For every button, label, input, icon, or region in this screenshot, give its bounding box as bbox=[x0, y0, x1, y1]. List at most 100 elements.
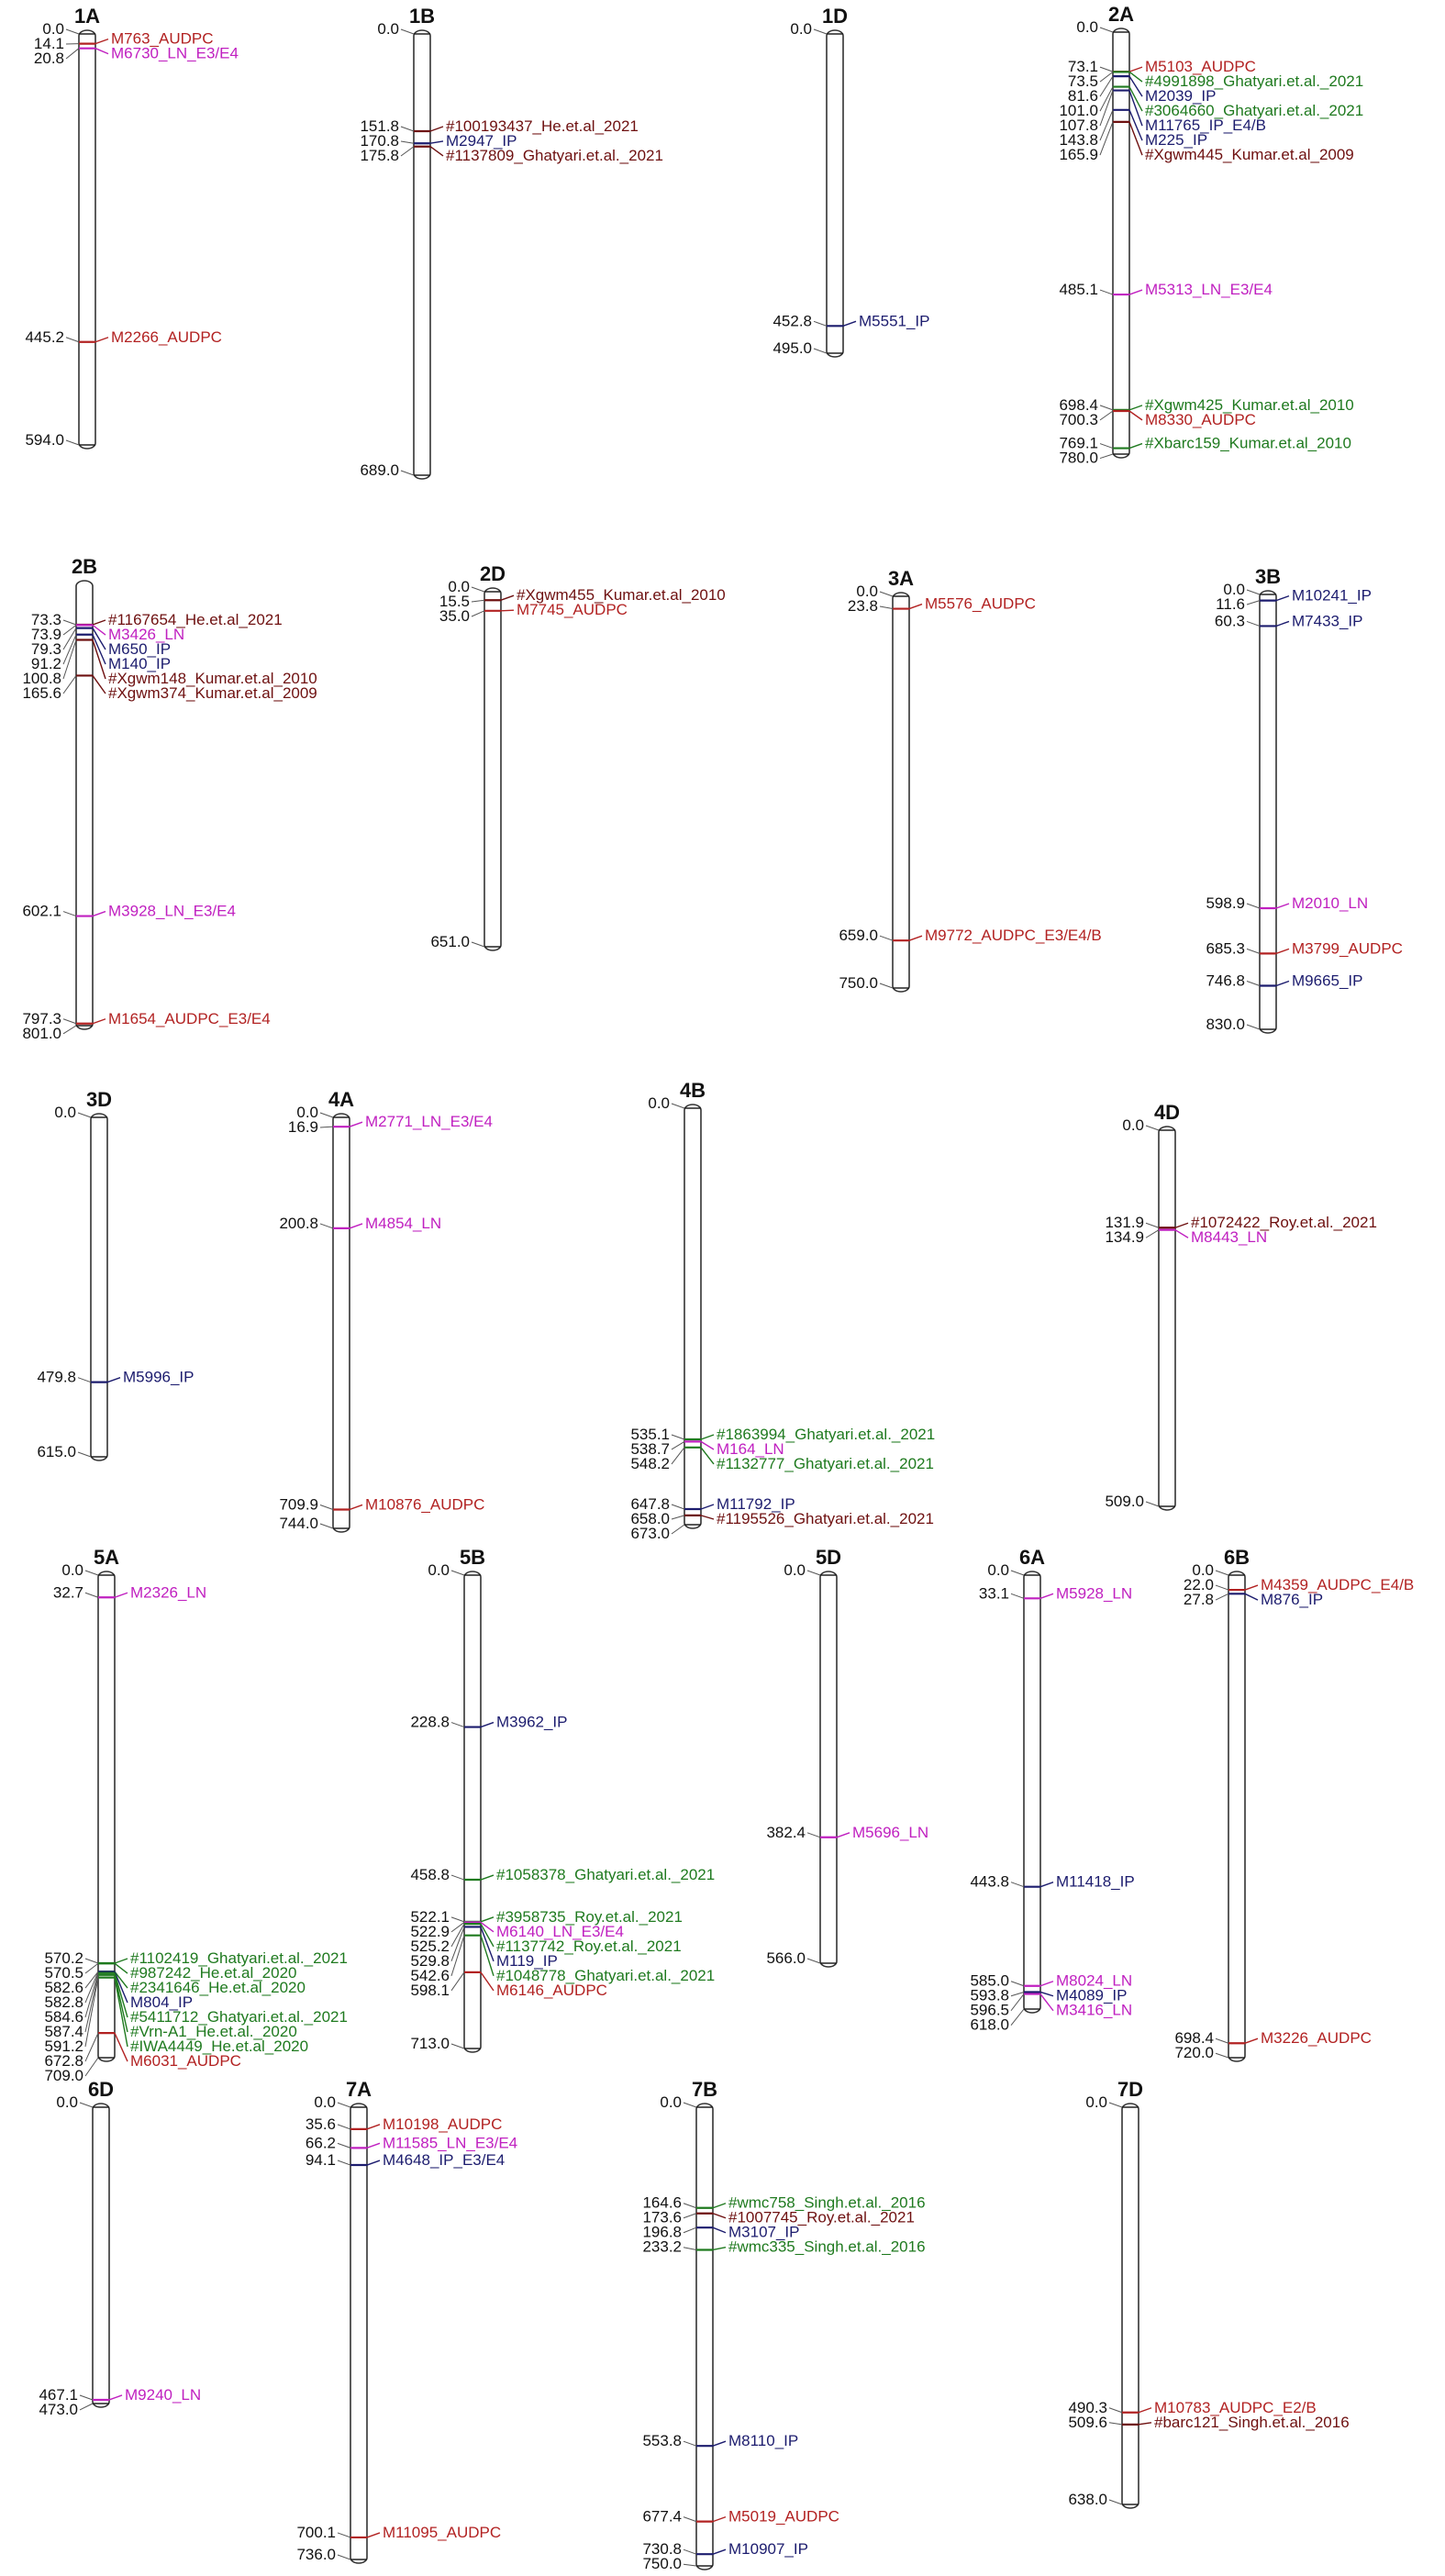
label-leader bbox=[94, 38, 109, 45]
marker-position: 196.8 bbox=[642, 2224, 682, 2241]
label-leader bbox=[842, 320, 857, 327]
label-leader bbox=[114, 1958, 128, 1964]
marker-position: 14.1 bbox=[34, 35, 64, 52]
position-leader bbox=[813, 348, 828, 354]
position-leader bbox=[1099, 71, 1114, 83]
marker-position: 73.1 bbox=[1068, 58, 1098, 75]
position-leader bbox=[879, 591, 894, 597]
label-leader bbox=[366, 2160, 381, 2166]
chromosome-body bbox=[684, 1104, 702, 1529]
position-leader bbox=[1010, 1882, 1025, 1888]
position-leader bbox=[683, 2102, 697, 2108]
marker-label: M650_IP bbox=[108, 640, 171, 658]
label-leader bbox=[700, 1515, 715, 1520]
position-leader bbox=[400, 140, 415, 144]
label-leader bbox=[108, 2394, 123, 2401]
marker-label: M10783_AUDPC_E2/B bbox=[1154, 2399, 1317, 2416]
marker-position: 0.0 bbox=[61, 1561, 83, 1579]
label-leader bbox=[1039, 1882, 1054, 1888]
chromosome-body bbox=[1121, 2103, 1139, 2509]
label-leader bbox=[700, 1434, 715, 1440]
label-leader bbox=[1138, 2422, 1152, 2426]
marker-position: 522.1 bbox=[410, 1908, 450, 1926]
label-leader bbox=[836, 1832, 850, 1838]
position-leader bbox=[1099, 90, 1114, 127]
marker-position: 94.1 bbox=[306, 2151, 336, 2169]
marker-position: 700.1 bbox=[296, 2524, 336, 2541]
label-leader bbox=[106, 1377, 121, 1383]
marker-label: M6146_AUDPC bbox=[496, 1982, 607, 1999]
marker-label: #1195526_Ghatyari.et.al._2021 bbox=[717, 1510, 934, 1527]
marker-position: 830.0 bbox=[1206, 1016, 1245, 1033]
marker-position: 570.5 bbox=[44, 1964, 83, 1982]
position-leader bbox=[84, 1972, 99, 2018]
marker-position: 582.6 bbox=[44, 1979, 83, 1996]
marker-position: 746.8 bbox=[1206, 972, 1245, 989]
marker-position: 479.8 bbox=[37, 1369, 76, 1386]
marker-label: M7745_AUDPC bbox=[517, 601, 628, 618]
marker-label: #1137742_Roy.et.al._2021 bbox=[496, 1938, 682, 1955]
chromosome-body bbox=[1158, 1126, 1176, 1511]
position-leader bbox=[337, 2532, 351, 2538]
position-leader bbox=[62, 911, 77, 917]
label-leader bbox=[1039, 1991, 1054, 1997]
marker-label: #3064660_Ghatyari.et.al._2021 bbox=[1145, 102, 1363, 119]
marker-position: 677.4 bbox=[642, 2508, 682, 2526]
position-leader bbox=[683, 2563, 697, 2567]
chromosome-title: 3D bbox=[86, 1088, 112, 1111]
marker-position: 173.6 bbox=[642, 2209, 682, 2226]
marker-position: 602.1 bbox=[22, 903, 61, 920]
marker-label: #Xbarc159_Kumar.et.al_2010 bbox=[1145, 435, 1351, 452]
position-leader bbox=[683, 2247, 697, 2250]
position-leader bbox=[450, 1916, 465, 1923]
position-leader bbox=[84, 1962, 99, 1974]
label-leader bbox=[92, 634, 106, 665]
marker-position: 233.2 bbox=[642, 2238, 682, 2256]
chromosome-title: 4B bbox=[680, 1079, 706, 1102]
marker-position: 593.8 bbox=[970, 1987, 1009, 2004]
marker-position: 0.0 bbox=[448, 578, 470, 595]
position-leader bbox=[806, 1958, 821, 1964]
position-leader bbox=[683, 2548, 697, 2555]
marker-label: #barc121_Singh.et.al._2016 bbox=[1154, 2414, 1350, 2431]
label-leader bbox=[500, 594, 515, 601]
label-leader bbox=[349, 1121, 363, 1127]
marker-position: 591.2 bbox=[44, 2037, 83, 2055]
marker-label: M6140_LN_E3/E4 bbox=[496, 1923, 624, 1940]
position-leader bbox=[1108, 2499, 1123, 2505]
label-leader bbox=[114, 1592, 128, 1598]
marker-position: 801.0 bbox=[22, 1025, 61, 1042]
position-leader bbox=[1099, 453, 1114, 460]
label-leader bbox=[1128, 442, 1143, 450]
position-leader bbox=[1108, 2407, 1123, 2414]
position-leader bbox=[471, 586, 485, 593]
marker-label: M804_IP bbox=[130, 1993, 193, 2011]
marker-label: #Xgwm445_Kumar.et.al_2009 bbox=[1145, 146, 1354, 163]
marker-position: 467.1 bbox=[39, 2386, 78, 2404]
position-leader bbox=[65, 28, 80, 35]
marker-label: M10907_IP bbox=[728, 2540, 808, 2558]
marker-position: 615.0 bbox=[37, 1443, 76, 1460]
marker-position: 134.9 bbox=[1105, 1228, 1144, 1246]
marker-label: #1058378_Ghatyari.et.al._2021 bbox=[496, 1866, 715, 1883]
marker-position: 165.6 bbox=[22, 684, 61, 702]
marker-position: 736.0 bbox=[296, 2546, 336, 2563]
marker-position: 22.0 bbox=[1184, 1576, 1214, 1593]
position-leader bbox=[1099, 66, 1114, 72]
marker-position: 0.0 bbox=[1122, 1116, 1144, 1134]
label-leader bbox=[1174, 1222, 1189, 1228]
chromosome-body bbox=[350, 2103, 368, 2564]
chromosome-body bbox=[92, 2103, 110, 2408]
marker-label: M2771_LN_E3/E4 bbox=[365, 1113, 493, 1130]
label-leader bbox=[1128, 90, 1143, 127]
position-leader bbox=[84, 1570, 99, 1576]
position-leader bbox=[337, 2124, 351, 2130]
position-leader bbox=[450, 1874, 465, 1881]
marker-label: #3958735_Roy.et.al._2021 bbox=[496, 1908, 683, 1926]
position-leader bbox=[450, 1923, 465, 1948]
